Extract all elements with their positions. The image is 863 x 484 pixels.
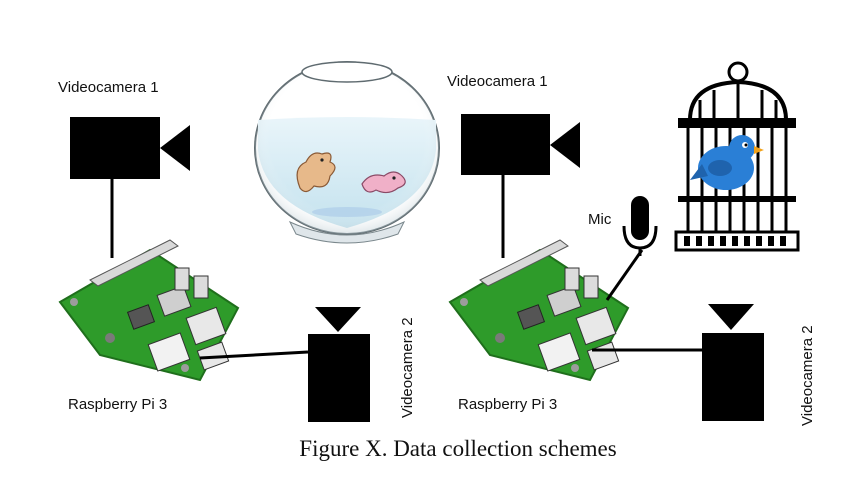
camera1-label: Videocamera 1: [58, 79, 159, 96]
microphone-icon: [622, 196, 658, 256]
fish-icon: [296, 152, 336, 193]
board-label: Raspberry Pi 3: [458, 396, 557, 413]
videocamera2-icon: [702, 304, 764, 421]
mic-label: Mic: [588, 211, 612, 228]
videocamera1-icon: [461, 114, 580, 175]
cable-mic: [605, 249, 644, 301]
videocamera2-icon: [308, 307, 370, 422]
camera2-label: Videocamera 2: [799, 325, 816, 426]
scheme-right: Videocamera 1 Raspberry Pi 3 Mic: [447, 61, 816, 426]
camera1-label: Videocamera 1: [447, 73, 548, 90]
fishbowl-icon: [254, 61, 440, 244]
birdcage-icon: [674, 61, 800, 252]
bird-icon: [690, 135, 764, 190]
board-label: Raspberry Pi 3: [68, 396, 167, 413]
raspberry-pi-board-icon: [58, 239, 240, 382]
videocamera1-icon: [70, 117, 190, 179]
scheme-left: Videocamera 1 Raspberry Pi 3: [58, 61, 440, 422]
fish-icon: [361, 171, 406, 194]
cable-camera2: [199, 350, 309, 360]
figure-caption: Figure X. Data collection schemes: [299, 436, 616, 461]
camera2-label: Videocamera 2: [399, 317, 416, 418]
raspberry-pi-board-icon: [448, 239, 630, 382]
